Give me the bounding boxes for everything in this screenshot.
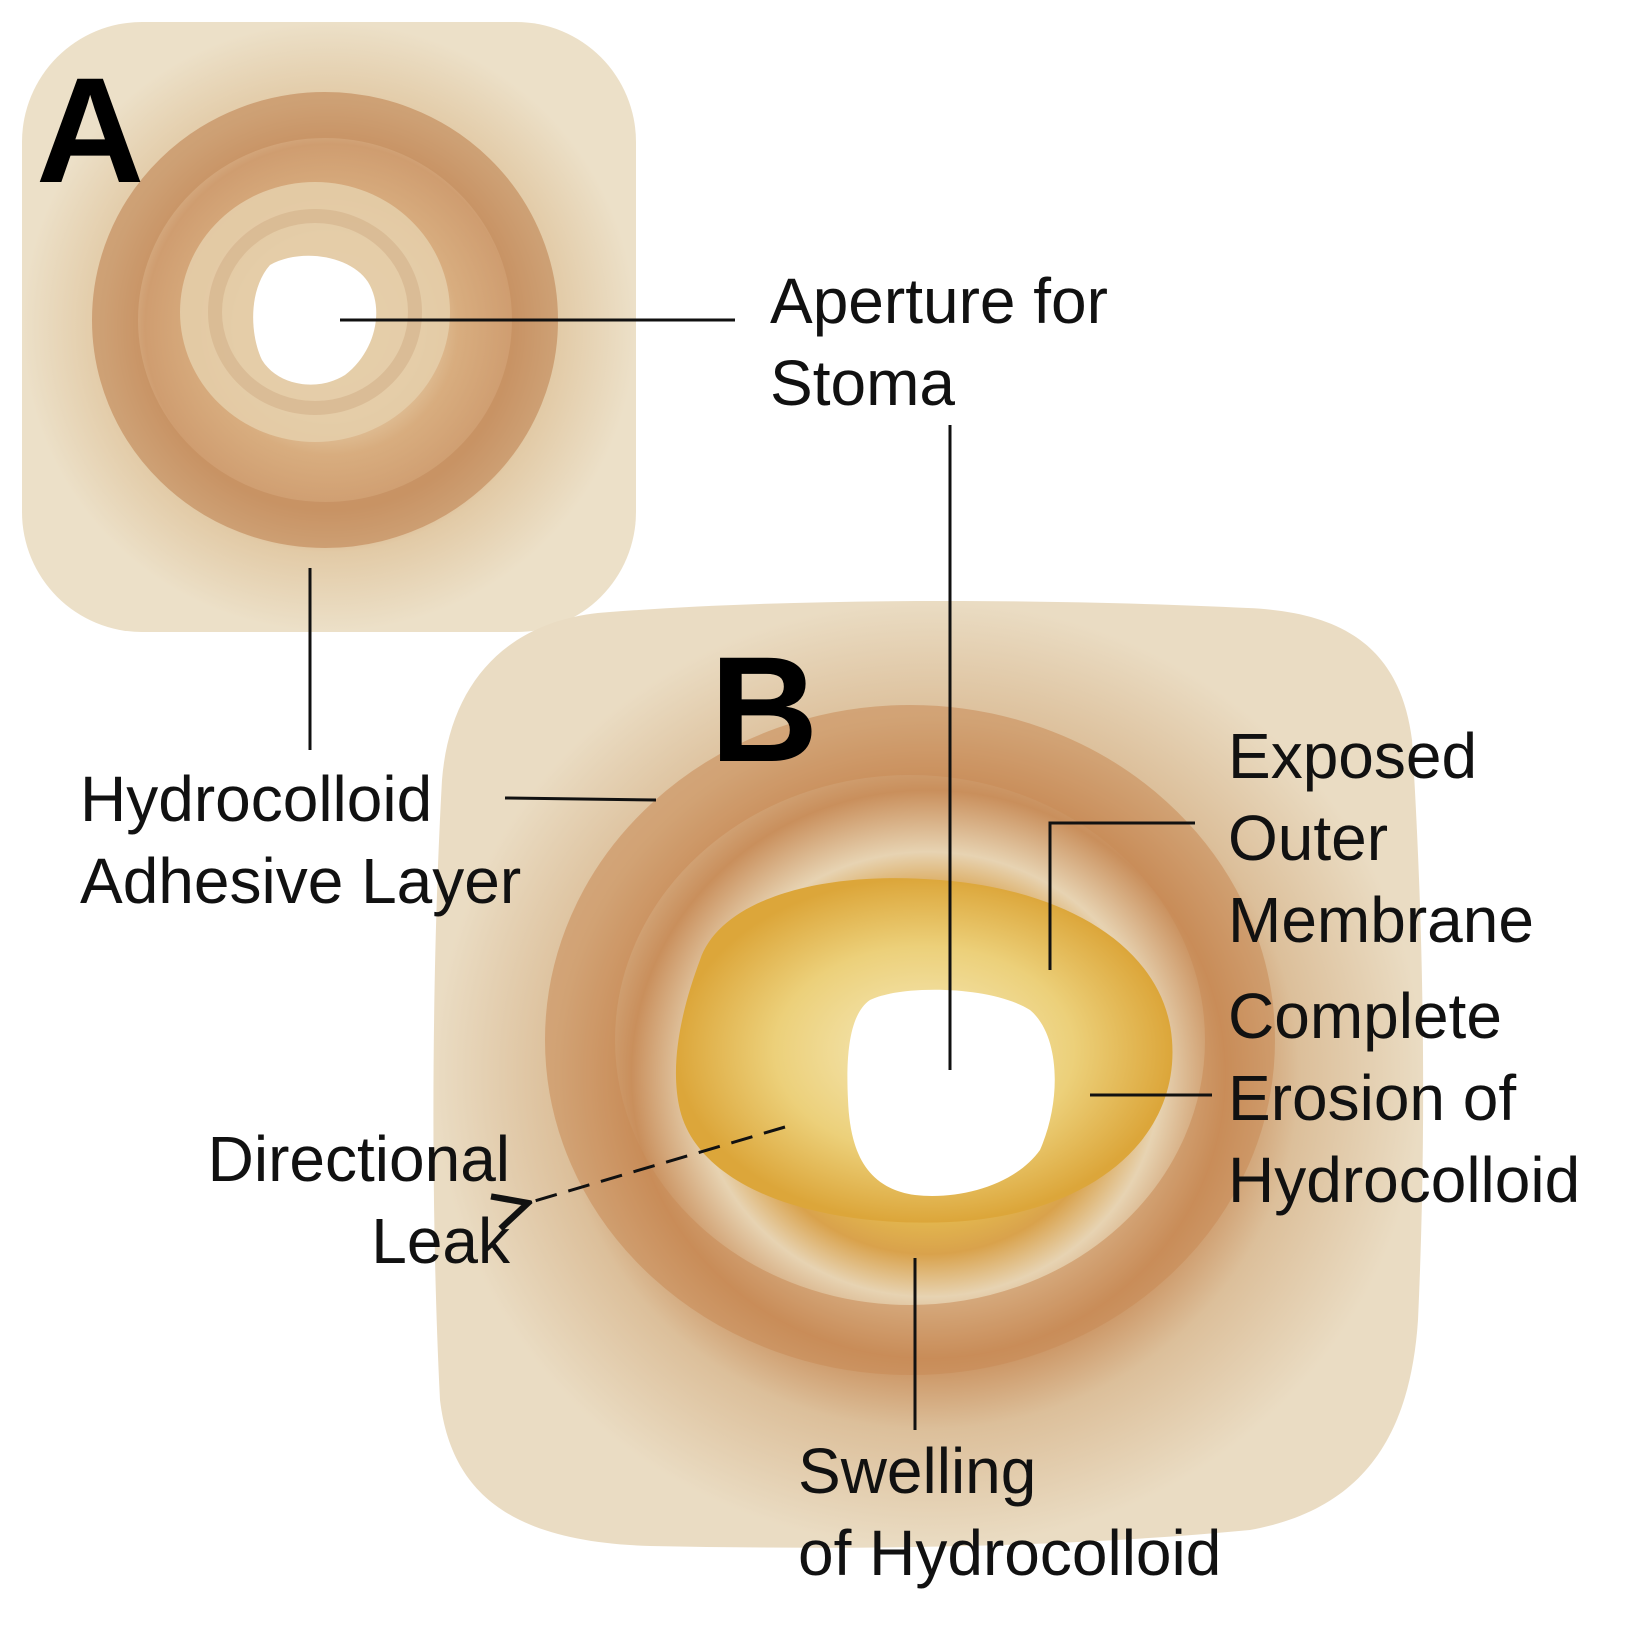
exposed-label-line-3: Membrane <box>1228 884 1534 956</box>
leak-label: Directional Leak <box>170 1118 510 1282</box>
adhesive-label: Hydrocolloid Adhesive Layer <box>80 758 521 922</box>
exposed-label-line-2: Outer <box>1228 802 1389 874</box>
leak-arrow <box>528 1125 786 1203</box>
aperture-label: Aperture for Stoma <box>770 260 1108 424</box>
erosion-label: Complete Erosion of Hydrocolloid <box>1228 975 1580 1221</box>
adhesive-label-line-2: Adhesive Layer <box>80 845 522 917</box>
adhesive-label-line-1: Hydrocolloid <box>80 763 433 835</box>
aperture-b <box>847 989 1055 1196</box>
aperture-label-line-2: Stoma <box>770 347 955 419</box>
leak-label-line-1: Directional <box>207 1123 510 1195</box>
wafer-b <box>433 601 1424 1548</box>
exposed-label: Exposed Outer Membrane <box>1228 715 1534 961</box>
erosion-label-line-3: Hydrocolloid <box>1228 1144 1581 1216</box>
exposed-leader <box>1048 821 1195 970</box>
erosion-label-line-1: Complete <box>1228 980 1502 1052</box>
panel-label-a: A <box>36 46 145 214</box>
leader-lines <box>308 318 1212 1430</box>
erosion-label-line-2: Erosion of <box>1228 1062 1517 1134</box>
aperture-a <box>253 255 377 385</box>
exposed-label-line-1: Exposed <box>1228 720 1478 792</box>
swelling-label: Swelling of Hydrocolloid <box>798 1430 1221 1594</box>
leak-label-line-2: Leak <box>371 1205 510 1277</box>
aperture-label-line-1: Aperture for <box>770 265 1108 337</box>
adhesive-leader-b <box>504 796 657 802</box>
swelling-label-line-1: Swelling <box>798 1435 1037 1507</box>
panel-label-b: B <box>710 625 819 793</box>
swelling-label-line-2: of Hydrocolloid <box>798 1517 1222 1589</box>
